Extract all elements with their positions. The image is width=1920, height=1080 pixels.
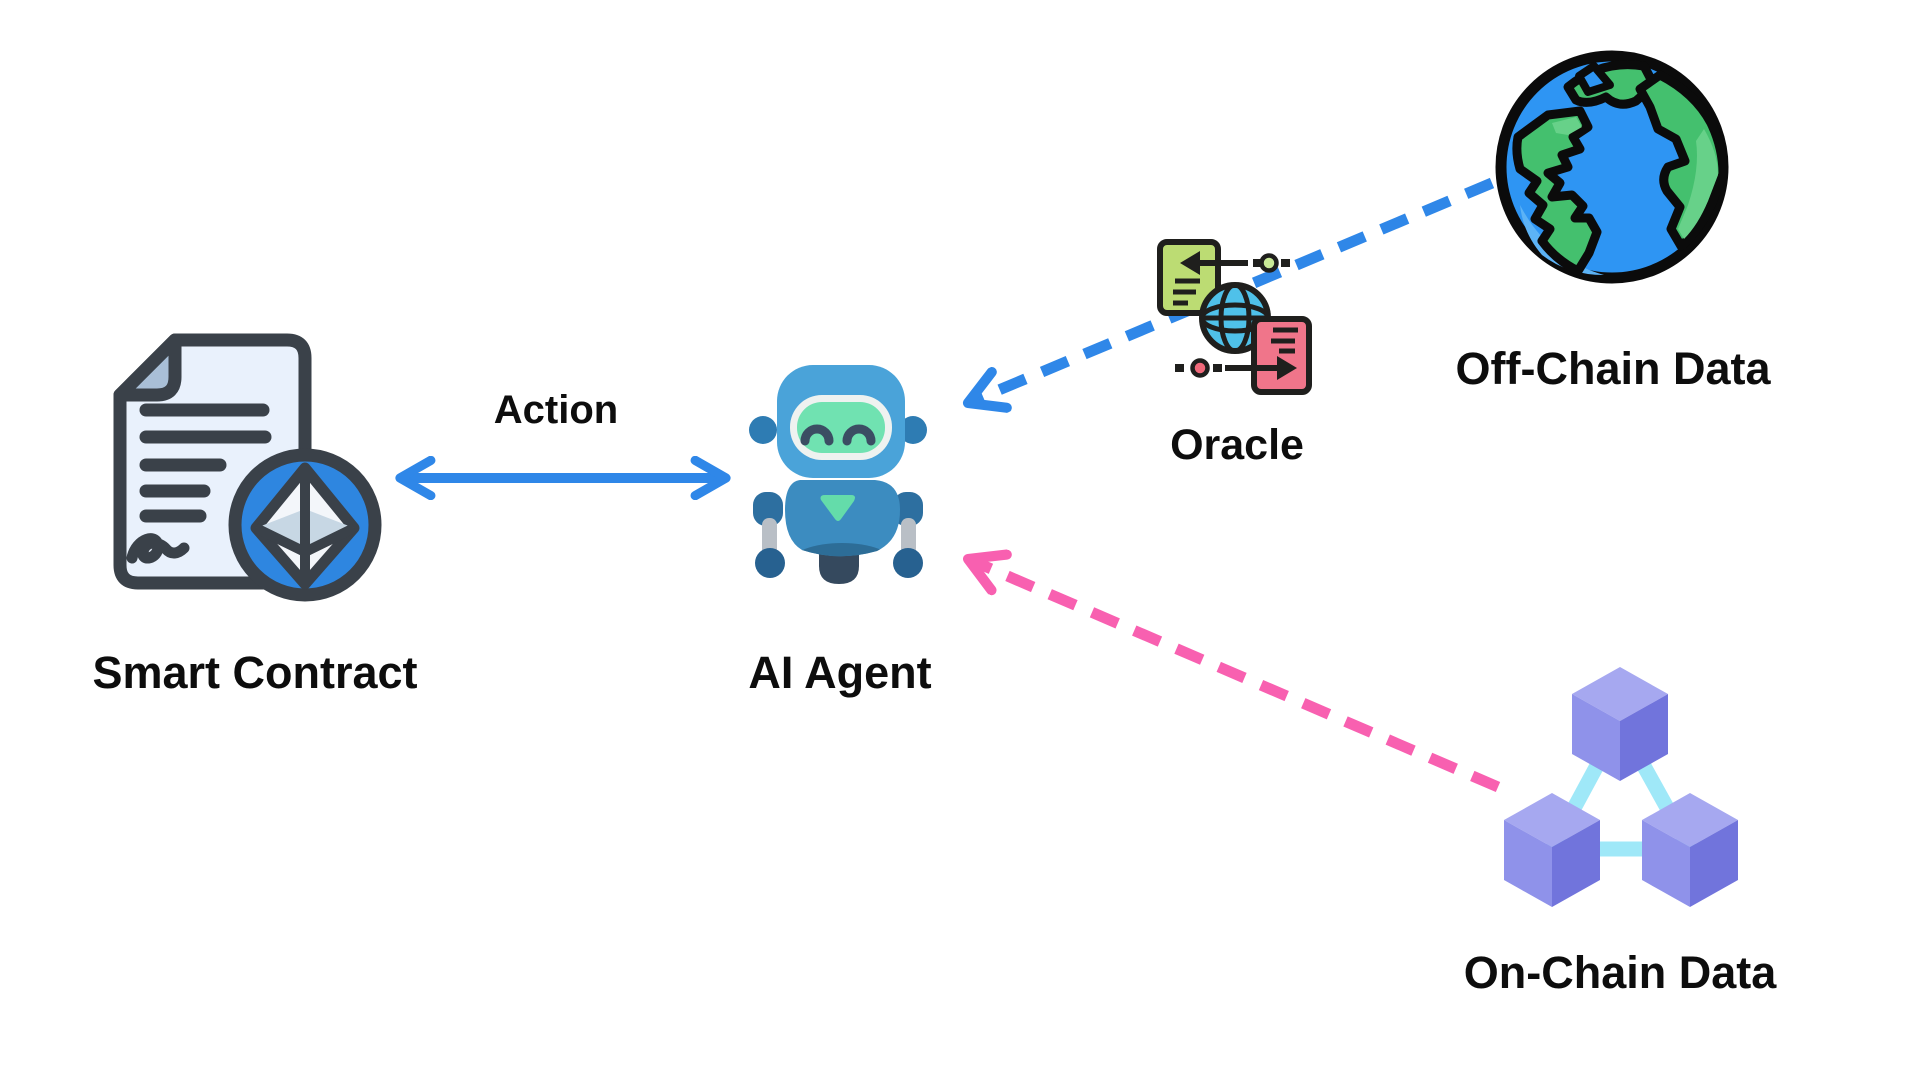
action-edge-label: Action [493,388,619,432]
on-chain-edge-arrow [968,559,1501,793]
folded-corner [113,333,182,402]
oracle-pink-document [1251,316,1312,395]
robot-forearm-left [762,518,777,558]
smart-contract-icon [113,333,382,602]
robot-eyes [800,424,876,446]
earth-globe-icon [1495,50,1729,284]
inbound-data-arrow [1180,251,1290,275]
off-chain-data-label: Off-Chain Data [1455,343,1771,394]
robot-chest-emblem [820,495,855,521]
robot-forearm-right [901,518,916,558]
oracle-label: Oracle [1170,421,1304,469]
ai-agent-label: AI Agent [748,647,932,698]
document-text-lines [139,403,272,523]
robot-face-screen [797,402,885,453]
outbound-data-arrow [1175,356,1297,380]
ethereum-badge-icon [228,448,382,602]
green-document-lines [1173,278,1200,306]
polar-inlet [1575,62,1614,96]
smart-contract-label: Smart Contract [92,647,418,698]
robot-ear-right [899,416,927,444]
ai-agent-robot-icon [749,365,927,584]
cube-right [1642,793,1738,907]
robot-body-shadow [790,543,894,557]
robot-ear-left [749,416,777,444]
robot-hand-left [755,548,785,578]
robot-body [785,480,900,557]
on-chain-data-label: On-Chain Data [1463,947,1777,998]
pink-document-lines [1271,327,1298,354]
robot-base [819,552,859,584]
cube-left [1504,793,1600,907]
robot-shoulder-right [893,492,923,526]
cube-top [1572,667,1668,781]
robot-shoulder-left [753,492,783,526]
robot-hand-right [893,548,923,578]
oracle-icon [1157,239,1312,395]
signature-squiggle [126,533,190,564]
continent-highlights [1552,117,1718,239]
oracle-green-document [1157,239,1221,316]
blockchain-cubes-icon [1504,667,1738,907]
